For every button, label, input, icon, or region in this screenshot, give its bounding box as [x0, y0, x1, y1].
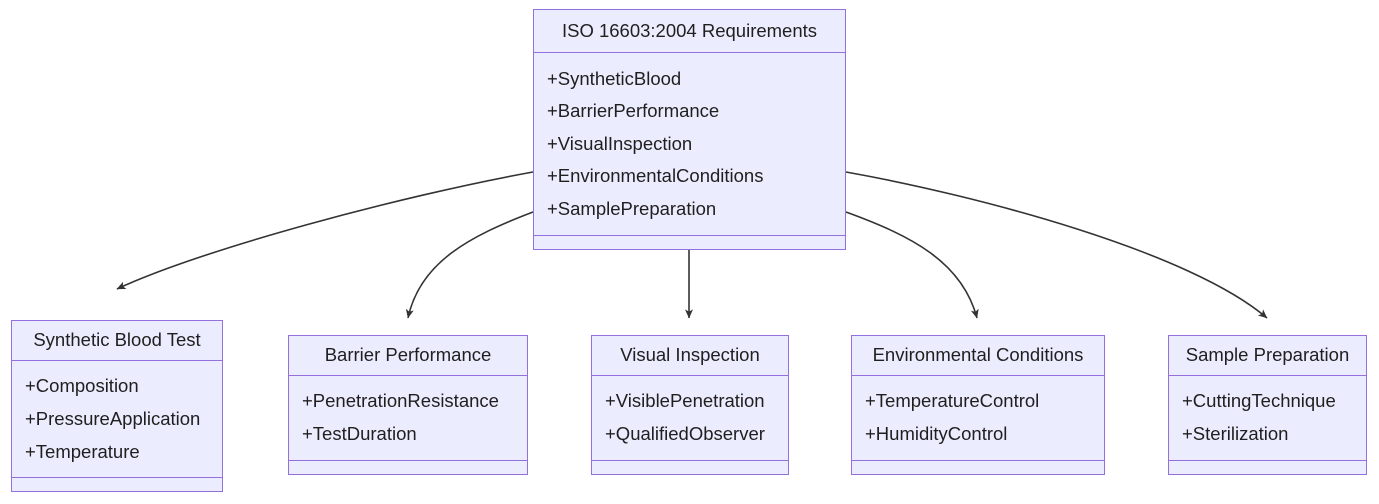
class-attributes-section: +VisiblePenetration +QualifiedObserver [592, 376, 788, 461]
class-methods-section [1169, 461, 1366, 474]
class-attribute: +TemperatureControl [865, 390, 1040, 412]
class-attribute: +TestDuration [302, 423, 417, 445]
class-title: ISO 16603:2004 Requirements [534, 10, 845, 53]
class-attribute: +VisiblePenetration [605, 390, 765, 412]
edge-root-to-barrier-performance [405, 211, 534, 319]
class-methods-section [592, 461, 788, 474]
class-title: Sample Preparation [1169, 336, 1366, 376]
class-attribute: +EnvironmentalConditions [547, 165, 764, 187]
class-node-environmental-conditions[interactable]: Environmental Conditions +TemperatureCon… [851, 335, 1105, 475]
class-attribute: +PenetrationResistance [302, 390, 499, 412]
class-attribute: +Composition [25, 374, 139, 396]
class-title: Environmental Conditions [852, 336, 1104, 376]
class-methods-section [12, 478, 222, 491]
class-attribute: +SamplePreparation [547, 197, 717, 219]
class-title: Barrier Performance [289, 336, 527, 376]
class-methods-section [534, 236, 845, 249]
class-title: Synthetic Blood Test [12, 321, 222, 361]
class-attribute: +SyntheticBlood [547, 67, 682, 89]
class-attribute: +BarrierPerformance [547, 100, 720, 122]
edge-root-to-environmental-conditions [845, 211, 979, 319]
class-attributes-section: +Composition +PressureApplication +Tempe… [12, 361, 222, 478]
class-node-synthetic-blood-test[interactable]: Synthetic Blood Test +Composition +Press… [11, 320, 223, 492]
class-attributes-section: +PenetrationResistance +TestDuration [289, 376, 527, 461]
class-methods-section [852, 461, 1104, 474]
edge-root-to-synthetic-blood-test [116, 171, 534, 290]
class-attributes-section: +CuttingTechnique +Sterilization [1169, 376, 1366, 461]
class-attributes-section: +TemperatureControl +HumidityControl [852, 376, 1104, 461]
class-attribute: +QualifiedObserver [605, 423, 765, 445]
class-node-visual-inspection[interactable]: Visual Inspection +VisiblePenetration +Q… [591, 335, 789, 475]
class-attribute: +VisualInspection [547, 132, 693, 154]
class-attribute: +CuttingTechnique [1182, 390, 1336, 412]
class-attribute: +Temperature [25, 440, 140, 462]
class-attribute: +Sterilization [1182, 423, 1289, 445]
edge-root-to-sample-preparation [845, 171, 1268, 319]
class-methods-section [289, 461, 527, 474]
class-attributes-section: +SyntheticBlood +BarrierPerformance +Vis… [534, 53, 845, 236]
class-node-iso-16603-requirements[interactable]: ISO 16603:2004 Requirements +SyntheticBl… [533, 9, 846, 250]
class-attribute: +PressureApplication [25, 407, 201, 429]
class-attribute: +HumidityControl [865, 423, 1008, 445]
class-title: Visual Inspection [592, 336, 788, 376]
class-node-barrier-performance[interactable]: Barrier Performance +PenetrationResistan… [288, 335, 528, 475]
class-node-sample-preparation[interactable]: Sample Preparation +CuttingTechnique +St… [1168, 335, 1367, 475]
